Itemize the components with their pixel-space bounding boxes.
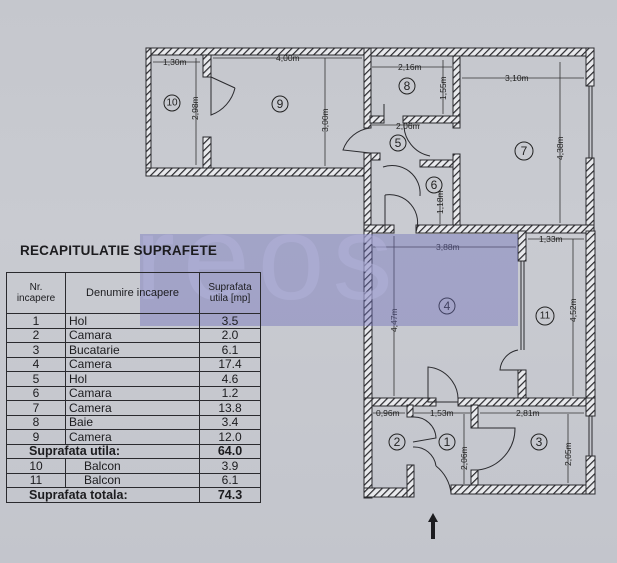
room-badge-7: 7 xyxy=(514,141,534,161)
room-badge-5: 5 xyxy=(389,134,407,152)
dim-r9-width: 4,00m xyxy=(276,53,300,63)
total-area-row: Suprafata totala:74.3 xyxy=(6,487,261,503)
dim-r9-height: 3,00m xyxy=(320,108,330,132)
header-nr: Nr. incapere xyxy=(6,272,66,314)
room-badge-3: 3 xyxy=(530,433,548,451)
room-badge-2: 2 xyxy=(388,433,406,451)
header-area: Suprafata utila [mp] xyxy=(199,272,261,314)
svg-text:2: 2 xyxy=(394,435,401,449)
svg-text:11: 11 xyxy=(540,311,551,322)
walls-middle xyxy=(363,230,596,407)
dim-r10-width: 1,30m xyxy=(163,57,187,67)
svg-text:5: 5 xyxy=(395,136,402,150)
dim-r11-width: 1,33m xyxy=(539,234,563,244)
room-badge-8: 8 xyxy=(398,77,416,95)
svg-text:9: 9 xyxy=(277,97,284,111)
room-badge-6: 6 xyxy=(425,176,443,194)
header-name: Denumire incapere xyxy=(65,272,200,314)
dim-r8-height: 1,55m xyxy=(438,76,448,100)
doors xyxy=(210,76,519,494)
area-summary-table: Nr. incapere Denumire incapere Suprafata… xyxy=(6,272,261,503)
room-badge-1: 1 xyxy=(438,433,456,451)
dim-r1-height: 2,06m xyxy=(459,446,469,470)
table-header-row: Nr. incapere Denumire incapere Suprafata… xyxy=(6,272,261,314)
svg-text:7: 7 xyxy=(521,144,528,158)
dim-r4-width: 3,88m xyxy=(436,242,460,252)
dim-r4-height: 4,47m xyxy=(389,308,399,332)
svg-text:4: 4 xyxy=(444,299,451,313)
recap-title: RECAPITULATIE SUPRAFETE xyxy=(20,243,218,258)
room-labels: 10 9 8 5 6 7 4 11 2 1 3 xyxy=(163,77,555,451)
useful-area-total-row: Suprafata utila:64.0 xyxy=(6,443,261,459)
dim-r1-width: 1,53m xyxy=(430,408,454,418)
room-badge-4: 4 xyxy=(438,297,456,315)
dim-r3-width: 2,81m xyxy=(516,408,540,418)
dim-r10-height: 2,98m xyxy=(190,96,200,120)
dimension-lines: 1,30m 2,98m 4,00m 3,00m 2,16m 1,55m 2,06… xyxy=(153,53,584,484)
dim-r7-height: 4,38m xyxy=(555,136,565,160)
dim-r6-height: 1,18m xyxy=(435,190,445,214)
svg-text:10: 10 xyxy=(166,98,178,109)
dim-r3-height: 2,05m xyxy=(563,442,573,466)
room-badge-11: 11 xyxy=(535,306,555,326)
walls-upper-left xyxy=(145,47,365,177)
svg-text:8: 8 xyxy=(404,79,411,93)
walls-lower xyxy=(363,397,596,499)
dim-r2-width: 0,96m xyxy=(376,408,400,418)
dim-r8-width: 2,16m xyxy=(398,62,422,72)
room-badge-10: 10 xyxy=(163,94,181,112)
dim-r11-height: 4,52m xyxy=(568,298,578,322)
svg-text:6: 6 xyxy=(431,178,438,192)
svg-text:1: 1 xyxy=(444,435,451,449)
svg-text:3: 3 xyxy=(536,435,543,449)
entrance-arrow-icon xyxy=(428,513,438,539)
room-badge-9: 9 xyxy=(271,95,289,113)
dim-r5-width: 2,06m xyxy=(396,121,420,131)
dim-r7-width: 3,10m xyxy=(505,73,529,83)
